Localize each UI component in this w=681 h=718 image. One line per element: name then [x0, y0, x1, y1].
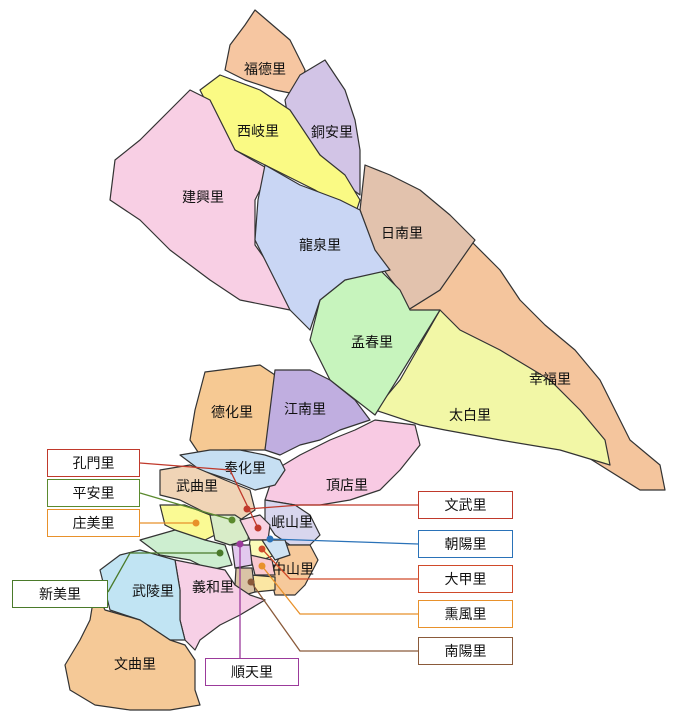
region-pingan[interactable]: [209, 514, 251, 546]
label-zhongshan: 中山里: [272, 562, 314, 578]
region-wuling[interactable]: [99, 549, 186, 641]
callout-shuntian[interactable]: 順天里: [205, 658, 299, 686]
label-fenghua: 奉化里: [224, 461, 266, 477]
label-wuqu: 武曲里: [176, 479, 218, 495]
leader-dajia: [261, 548, 418, 580]
callout-chaoyang[interactable]: 朝陽里: [418, 530, 513, 558]
leader-lifeng: [261, 565, 418, 615]
label-jiangnan: 江南里: [284, 402, 326, 418]
leader-pingan: [139, 492, 233, 521]
callout-pingan[interactable]: 平安里: [47, 479, 140, 507]
leader-xinmei: [107, 552, 220, 593]
region-dehua[interactable]: [189, 364, 276, 456]
region-longquan[interactable]: [254, 164, 391, 331]
dot-pingan: [228, 516, 236, 524]
label-longquan: 龍泉里: [299, 237, 341, 254]
label-xiqi: 西岐里: [237, 124, 279, 140]
callout-zhuangmei[interactable]: 庄美里: [47, 509, 140, 537]
label-jianxing: 建興里: [182, 190, 224, 206]
label-minshan: 岷山里: [271, 515, 313, 531]
label-dehua: 德化里: [211, 405, 253, 421]
label-taibai: 太白里: [449, 408, 491, 424]
region-jiangnan[interactable]: [264, 369, 371, 456]
callout-xinmei[interactable]: 新美里: [12, 580, 108, 608]
label-fude: 福德里: [244, 62, 286, 78]
callout-wenwu[interactable]: 文武里: [418, 491, 513, 519]
region-shuntian[interactable]: [231, 544, 253, 569]
region-fude[interactable]: [224, 9, 306, 96]
dot-xinmei: [216, 549, 224, 557]
leader-wenwu: [246, 504, 418, 510]
dot-shuntian: [236, 540, 244, 548]
region-xinmei[interactable]: [139, 529, 233, 571]
region-wenqu[interactable]: [64, 589, 201, 711]
callout-nanyang[interactable]: 南陽里: [418, 637, 513, 665]
region-taibai[interactable]: [374, 309, 611, 466]
dot-chaoyang: [266, 535, 274, 543]
label-dingdian: 頂店里: [326, 478, 368, 494]
leader-chaoyang: [269, 538, 419, 545]
label-xingfu: 幸福里: [529, 372, 571, 388]
dot-zhuangmei: [192, 519, 200, 527]
region-mengchun[interactable]: [309, 269, 441, 416]
callout-kongmen[interactable]: 孔門里: [47, 449, 140, 477]
region-chaoyang[interactable]: [261, 539, 291, 561]
dot-dajia: [258, 545, 266, 553]
callout-dajia[interactable]: 大甲里: [418, 565, 513, 593]
dot-lifeng: [258, 562, 266, 570]
dot-nanyang: [247, 578, 255, 586]
label-yihe: 義和里: [192, 579, 234, 596]
leader-nanyang: [250, 581, 418, 652]
label-rinan: 日南里: [381, 226, 423, 242]
label-tongan: 銅安里: [311, 125, 353, 141]
label-wenqu: 文曲里: [114, 657, 156, 673]
region-fenghua[interactable]: [179, 449, 286, 491]
label-mengchun: 孟春里: [351, 335, 393, 351]
callout-lifeng[interactable]: 熏風里: [418, 600, 513, 628]
region-jianxing[interactable]: [109, 89, 291, 311]
label-wuling: 武陵里: [132, 584, 174, 600]
dot-wenwu: [243, 505, 251, 513]
dot-kongmen: [254, 524, 262, 532]
